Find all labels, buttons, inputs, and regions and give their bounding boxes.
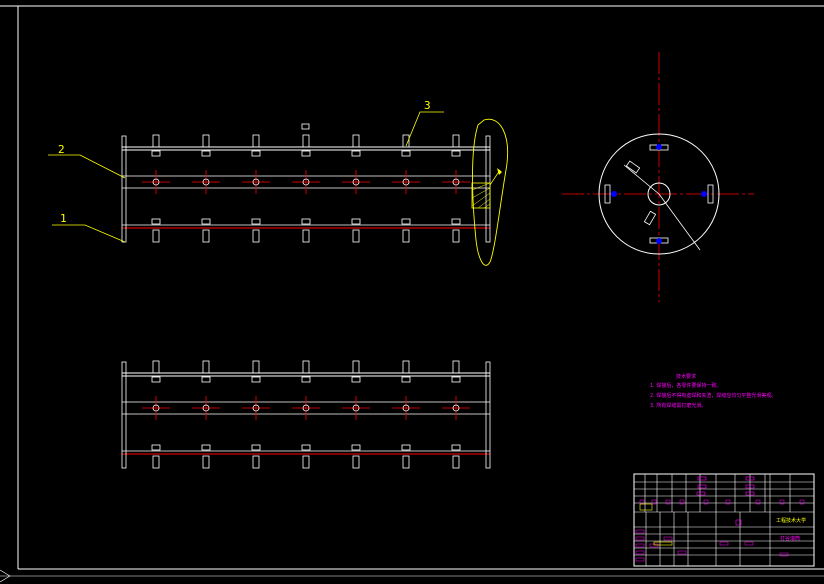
part-label-2: 2 [58,143,65,156]
school-name: 工程技术大学 [776,517,806,524]
end-view-drum [562,52,754,302]
title-block: 工程技术大学 打谷滚筒 [633,473,815,567]
part-label-3: 3 [424,99,431,112]
notes-title: 技术要求 [676,373,696,380]
technical-notes: 技术要求 1. 焊接后，各零件要保持一致。 2. 焊接后不得有虚焊和夹渣，焊缝应… [650,373,776,409]
note-item-3: 3. 所有焊缝需打磨光滑。 [650,402,706,409]
detail-callout [471,118,508,266]
part-label-1: 1 [60,212,67,225]
part-leaders: 2 1 3 [48,99,444,243]
front-view-drum [121,123,491,243]
plan-view-drum [121,360,491,469]
drawing-name: 打谷滚筒 [780,535,800,542]
drawing-frame [0,5,824,583]
note-item-1: 1. 焊接后，各零件要保持一致。 [650,382,721,389]
note-item-2: 2. 焊接后不得有虚焊和夹渣，焊缝应均匀平整光滑美观。 [650,392,776,399]
